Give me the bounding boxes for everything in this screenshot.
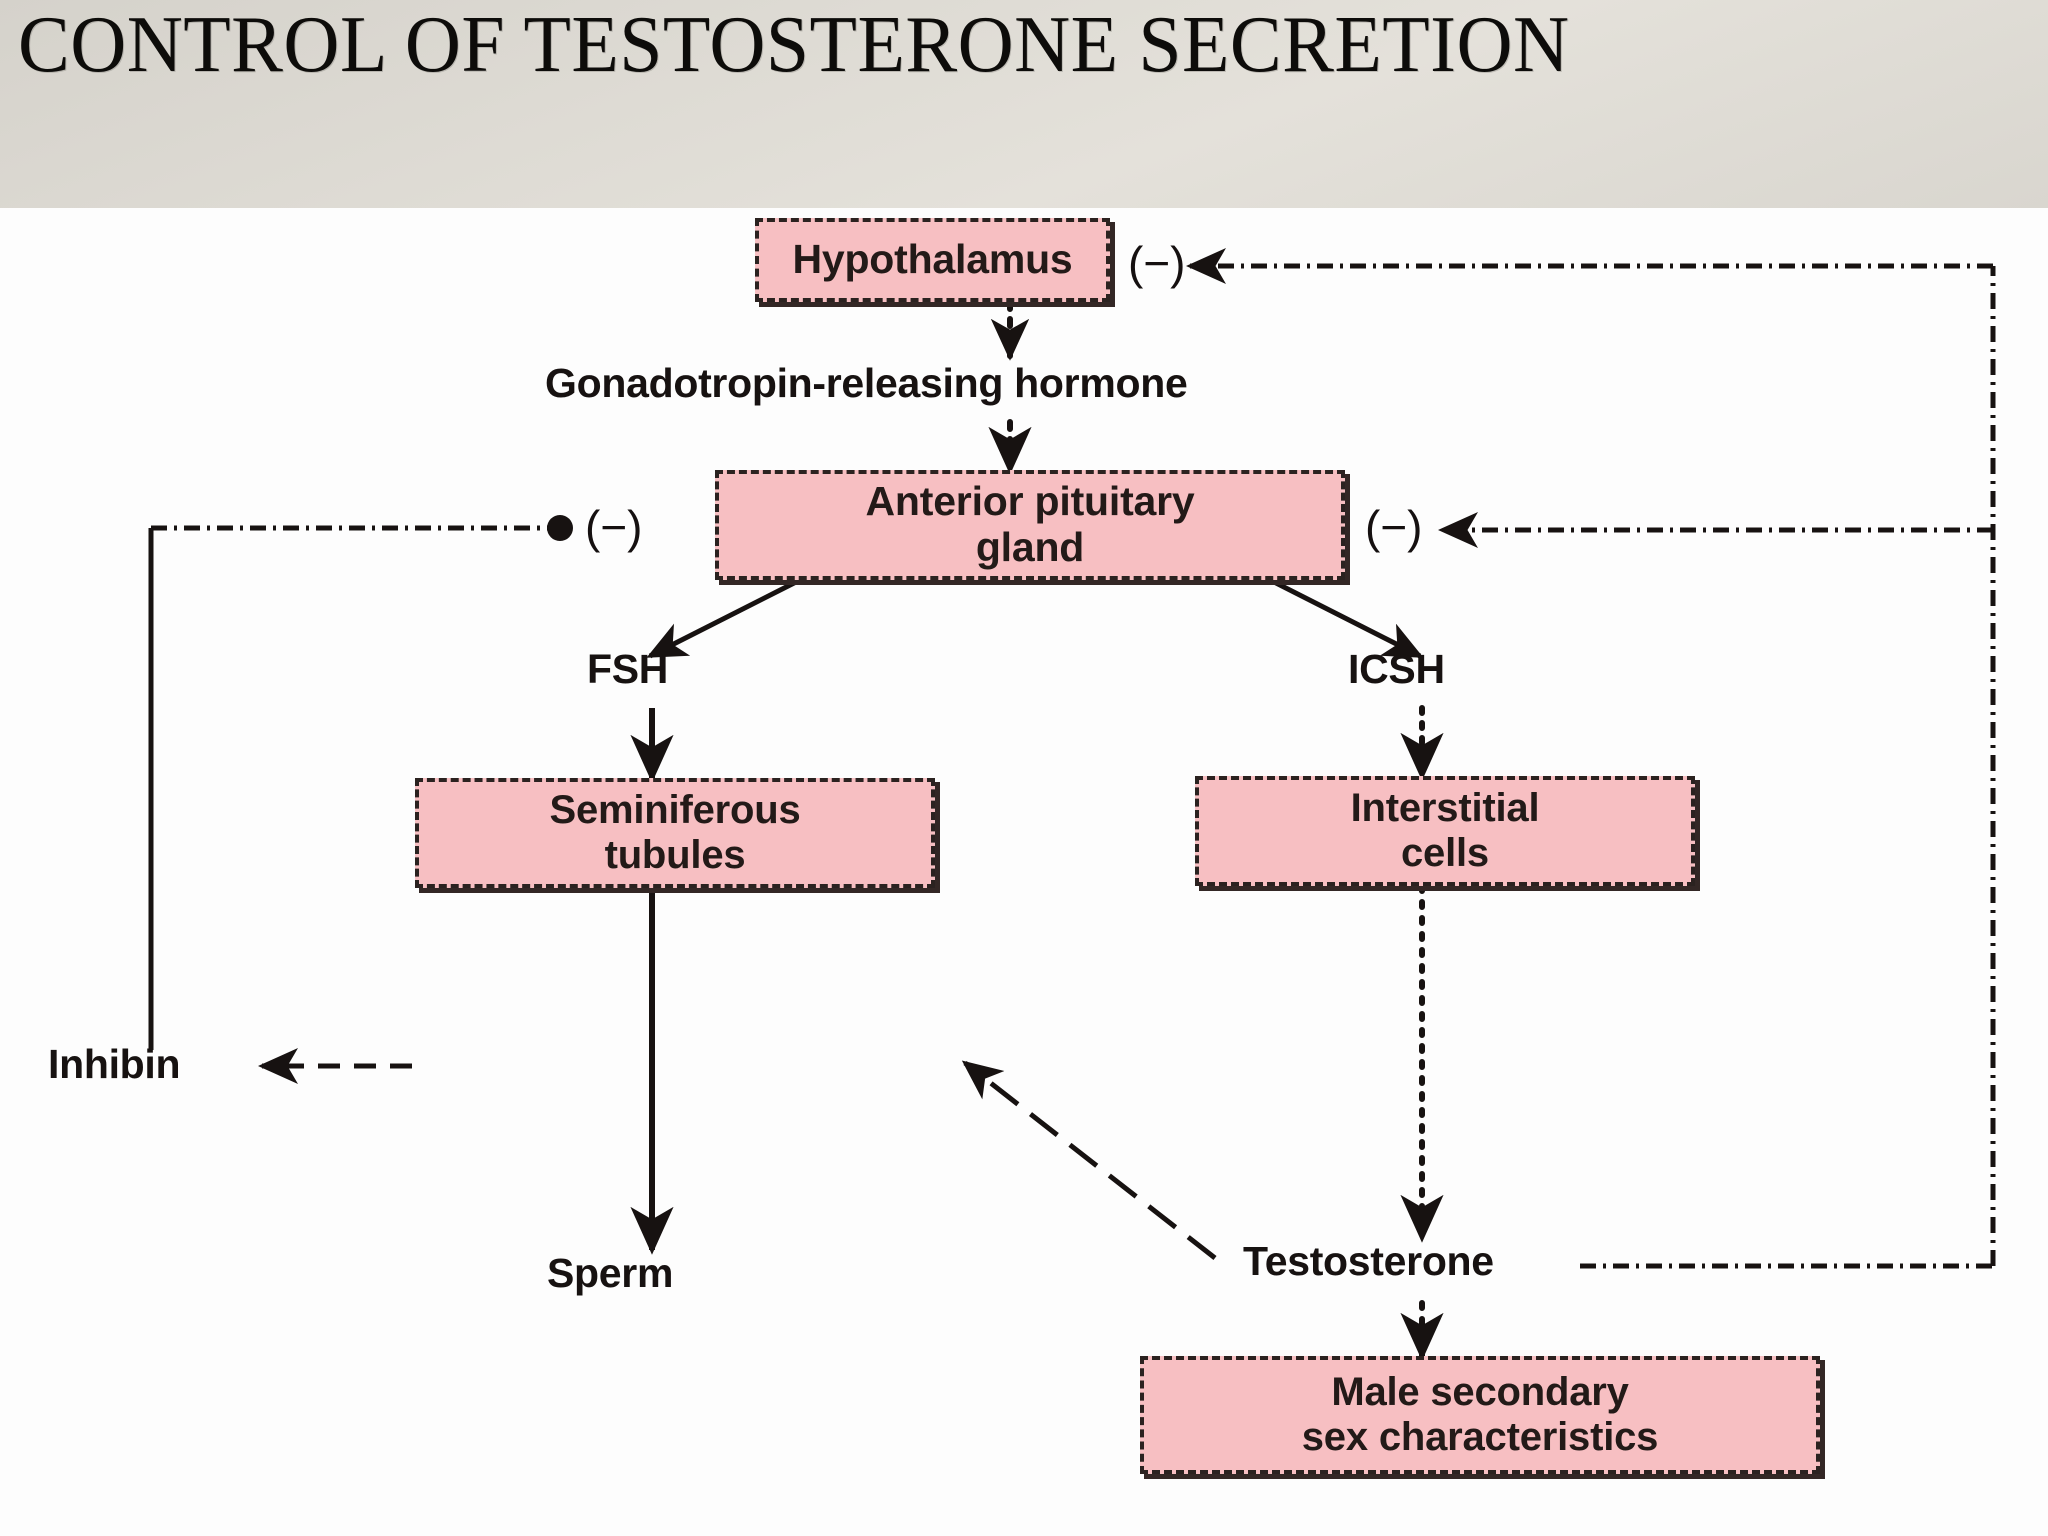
label-fsh: FSH	[587, 646, 669, 692]
edge-pituitary-to-icsh	[1268, 577, 1424, 659]
box-shadow-bottom	[759, 302, 1115, 307]
node-interstitial-cells-line2: cells	[1401, 831, 1489, 875]
label-gonadotropin-releasing-hormone: Gonadotropin-releasing hormone	[545, 360, 1188, 406]
box-shadow-right	[935, 782, 940, 889]
box-shadow-right	[1345, 474, 1350, 581]
box-shadow-right	[1820, 1360, 1825, 1475]
node-interstitial-cells-line1: Interstitial	[1350, 786, 1540, 831]
label-testosterone: Testosterone	[1243, 1238, 1494, 1284]
page-title: CONTROL OF TESTOSTERONE SECRETION	[18, 1, 1570, 89]
node-anterior-pituitary-line2: gland	[975, 524, 1085, 570]
box-shadow-right	[1110, 222, 1115, 303]
node-seminiferous-tubules-line2: tubules	[604, 833, 746, 877]
node-hypothalamus[interactable]: Hypothalamus	[755, 218, 1115, 307]
box-shadow-right	[1695, 780, 1700, 887]
testosterone-control-diagram: Hypothalamus Anterior pituitary gland Se…	[0, 208, 2048, 1536]
label-sperm: Sperm	[547, 1250, 674, 1296]
node-anterior-pituitary-line1: Anterior pituitary	[865, 478, 1195, 525]
box-shadow-bottom	[1144, 1474, 1825, 1479]
node-male-secondary-line2: sex characteristics	[1301, 1415, 1659, 1459]
node-male-secondary-sex-characteristics[interactable]: Male secondary sex characteristics	[1140, 1356, 1825, 1479]
box-shadow-bottom	[419, 888, 940, 893]
slide-header-banner: CONTROL OF TESTOSTERONE SECRETION	[0, 0, 2048, 208]
node-anterior-pituitary-gland[interactable]: Anterior pituitary gland	[715, 470, 1350, 585]
sign-minus-pituitary-left: (−)	[585, 501, 643, 553]
node-seminiferous-tubules[interactable]: Seminiferous tubules	[415, 778, 940, 893]
edge-pituitary-to-fsh	[646, 577, 802, 659]
node-interstitial-cells[interactable]: Interstitial cells	[1195, 776, 1700, 891]
node-male-secondary-line1: Male secondary	[1331, 1370, 1629, 1415]
sign-minus-hypothalamus: (−)	[1128, 237, 1186, 289]
node-hypothalamus-label: Hypothalamus	[792, 236, 1073, 283]
edge-testosterone-negative-feedback	[1185, 247, 1996, 1269]
edge-testosterone-to-seminiferous-tubules	[961, 1060, 1217, 1260]
node-seminiferous-tubules-line1: Seminiferous	[549, 788, 801, 833]
label-inhibin: Inhibin	[48, 1041, 181, 1087]
connector-layer	[148, 247, 1996, 1361]
box-shadow-bottom	[719, 580, 1350, 585]
box-shadow-bottom	[1199, 886, 1700, 891]
sign-minus-pituitary-right: (−)	[1365, 501, 1423, 553]
label-icsh: ICSH	[1348, 646, 1445, 692]
